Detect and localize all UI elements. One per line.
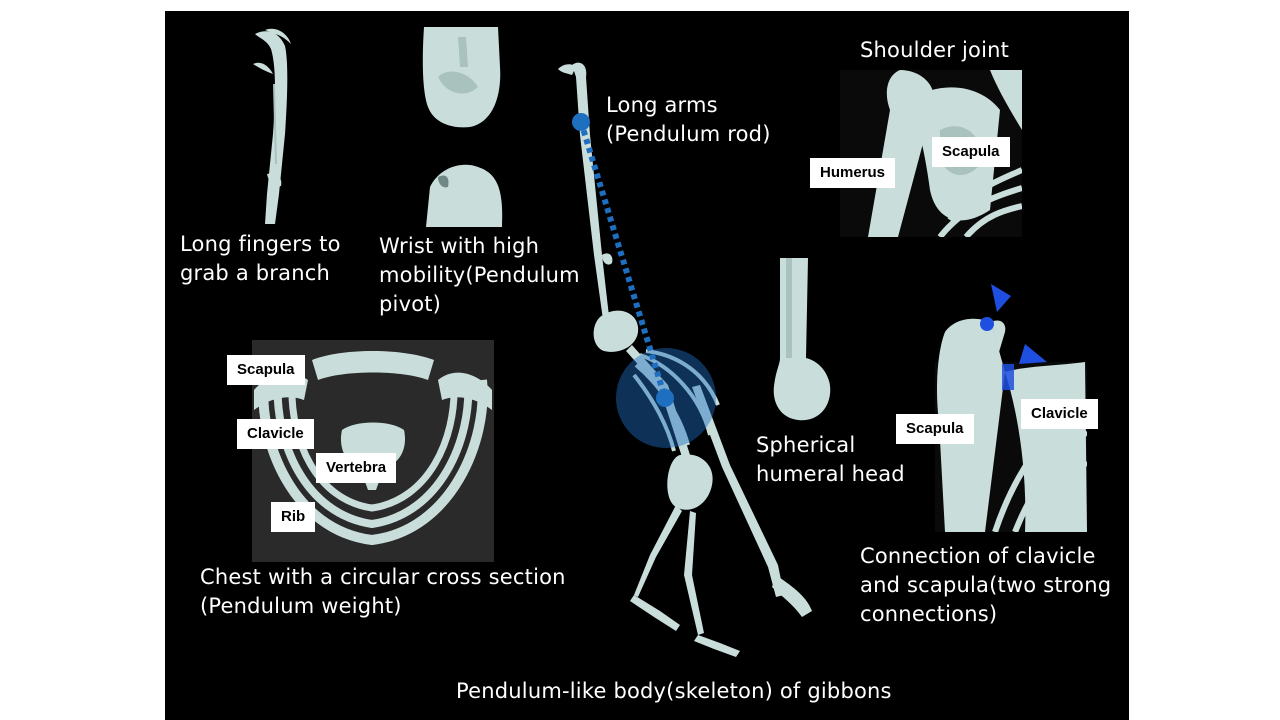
caption-connection: Connection of clavicle and scapula(two s… — [860, 544, 1112, 626]
clavicle-scapula-image — [935, 284, 1087, 532]
connection-marker-dot — [980, 317, 994, 331]
caption-arms: Long arms (Pendulum rod) — [606, 93, 771, 146]
caption-wrist: Wrist with high mobility(Pendulum pivot) — [379, 234, 580, 316]
label-clavicle-connection: Clavicle — [1021, 399, 1098, 429]
label-scapula-chest: Scapula — [227, 355, 305, 385]
gibbon-skeleton-pendulum — [558, 62, 812, 657]
connection-marker-bar — [1002, 364, 1014, 390]
caption-humeral-head: Spherical humeral head — [756, 433, 905, 486]
caption-fingers: Long fingers to grab a branch — [180, 232, 341, 285]
pendulum-weight-dot — [656, 389, 674, 407]
pelvis-bone — [667, 454, 713, 510]
label-scapula-connection: Scapula — [896, 414, 974, 444]
wrist-skeleton-image — [422, 27, 503, 227]
pendulum-rod-dotted-line — [578, 121, 668, 399]
hand-skeleton-image — [253, 28, 291, 224]
skull-bone — [593, 310, 639, 352]
label-scapula-shoulder: Scapula — [932, 137, 1010, 167]
caption-chest: Chest with a circular cross section (Pen… — [200, 565, 566, 618]
label-humerus: Humerus — [810, 158, 896, 188]
label-vertebra: Vertebra — [316, 453, 397, 483]
caption-shoulder: Shoulder joint — [860, 38, 1010, 62]
pendulum-pivot-dot — [572, 113, 590, 131]
humeral-head-image — [773, 258, 831, 421]
label-clavicle-chest: Clavicle — [237, 419, 314, 449]
caption-footer: Pendulum-like body(skeleton) of gibbons — [456, 679, 892, 703]
arrow-marker-2-icon — [1019, 344, 1047, 364]
label-rib: Rib — [271, 502, 316, 532]
arrow-marker-1-icon — [991, 284, 1011, 312]
